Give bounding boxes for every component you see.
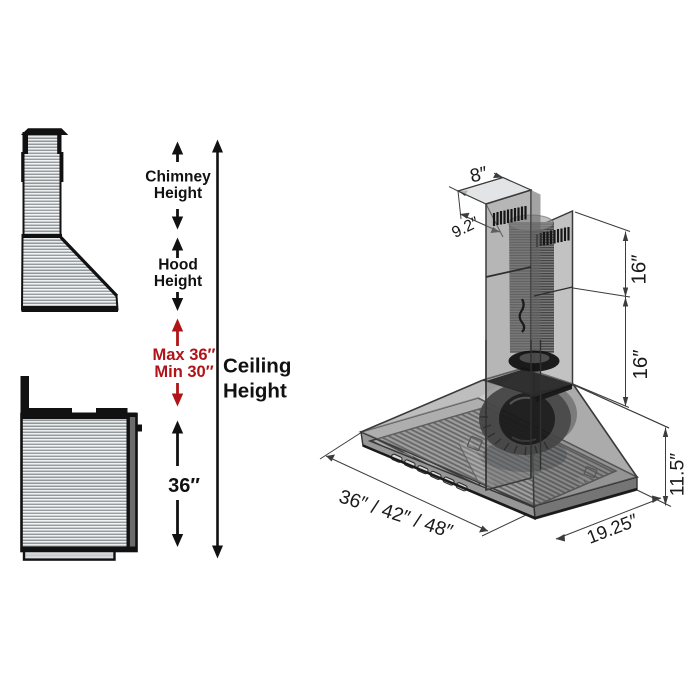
svg-text:36″ / 42″ / 48″: 36″ / 42″ / 48″ [336, 486, 455, 544]
svg-text:36″: 36″ [168, 475, 200, 497]
svg-text:Hood: Hood [158, 257, 198, 274]
svg-text:11.5″: 11.5″ [667, 453, 689, 497]
svg-text:Height: Height [154, 273, 202, 290]
svg-text:Min 30″: Min 30″ [154, 363, 213, 381]
svg-text:19.25″: 19.25″ [584, 509, 641, 548]
svg-text:Chimney: Chimney [145, 169, 211, 186]
svg-text:16″: 16″ [629, 349, 652, 379]
svg-text:9.2″: 9.2″ [449, 214, 482, 242]
svg-text:Height: Height [154, 185, 202, 202]
svg-text:Max 36″: Max 36″ [153, 346, 216, 364]
svg-text:16″: 16″ [628, 254, 651, 284]
svg-text:Height: Height [223, 380, 287, 403]
svg-text:8″: 8″ [468, 163, 490, 187]
svg-text:Ceiling: Ceiling [223, 355, 291, 378]
